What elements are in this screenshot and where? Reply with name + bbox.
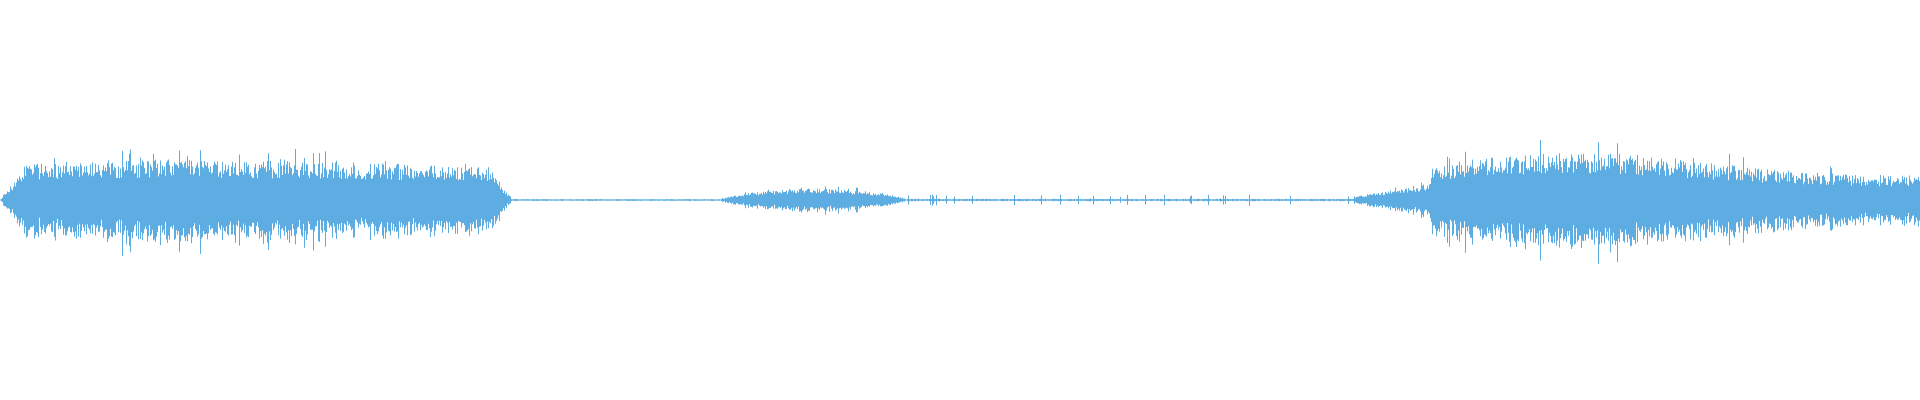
waveform-amplitude-path [0,140,1920,264]
